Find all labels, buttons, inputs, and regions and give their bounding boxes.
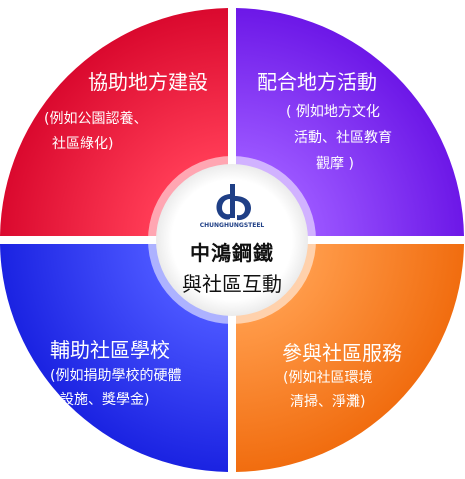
quadrant-bottom-right <box>236 244 464 472</box>
brand-name-en: CHUNGHUNGSTEEL <box>199 222 265 229</box>
quadrant-bottom-right-sub-line1: (例如社區環境 <box>283 370 373 386</box>
quadrant-top-left-title: 協助地方建設 <box>88 70 208 94</box>
quadrant-top-left <box>0 8 228 236</box>
quadrant-bottom-left-sub-line1: (例如捐助學校的硬體 <box>50 368 182 384</box>
quadrant-bottom-right-title: 參與社區服務 <box>282 341 402 365</box>
center-disc <box>156 164 308 316</box>
quadrant-top-left-sub-line2: 社區綠化) <box>52 136 114 152</box>
quadrant-top-right-title: 配合地方活動 <box>257 70 377 94</box>
quadrant-top-right-sub-line1: ( 例如地方文化 <box>286 104 380 120</box>
quadrant-top-right-sub-line2: 活動、社區教育 <box>294 130 392 146</box>
quadrant-bottom-right-sub-line2: 清掃、淨灘) <box>290 394 366 410</box>
quadrant-bottom-left <box>0 244 228 472</box>
brand-name-cn: 中鴻鋼鐵 <box>190 241 274 265</box>
quadrant-top-right-sub-line3: 觀摩 ) <box>316 156 354 172</box>
center-subtitle: 與社區互動 <box>182 272 282 296</box>
quadrant-top-left-sub-line1: (例如公園認養、 <box>44 111 148 127</box>
quadrant-bottom-left-sub-line2: 設施、獎學金) <box>60 392 150 408</box>
quadrant-top-right <box>236 8 464 236</box>
chung-hung-steel-logo-icon <box>216 184 251 221</box>
quadrant-bottom-left-title: 輔助社區學校 <box>50 338 170 362</box>
